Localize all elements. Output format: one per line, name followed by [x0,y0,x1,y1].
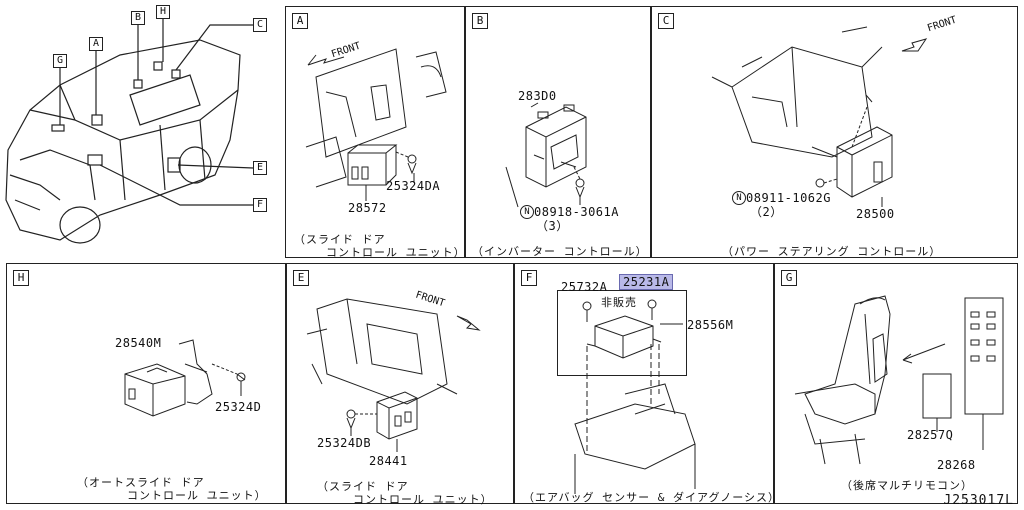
part-number: 25324D [215,400,262,414]
panel-f-drawing [574,299,696,494]
panel-e: E FRONT 25324DB 28441 （スライド ドア コントロール ユニ… [286,263,514,506]
not-for-sale-note: 非販売 [601,296,637,309]
n-mark: N [732,191,746,205]
panel-letter: G [781,270,797,286]
part-number: 28500 [856,207,895,221]
vehicle-overview: A B H C G E F [0,0,285,258]
panel-letter: A [292,13,308,29]
part-number: 28441 [369,454,408,468]
part-number: 08911-1062G [746,191,831,205]
callout-g: G [53,54,67,68]
panel-c: C FRONT N 08911-1062G （2） 28500 （パワー ステア… [651,6,1018,258]
caption-line2: コントロール ユニット） [127,489,267,502]
panel-g-drawing [794,295,1004,465]
callout-f: F [253,198,267,212]
panel-a: A FRONT 25324DA 28572 （スライド ドア コントロール ユニ… [285,6,466,259]
callout-a: A [89,37,103,51]
caption-line2: コントロール ユニット） [353,493,493,506]
part-number: 28257Q [907,428,954,442]
callout-c: C [253,18,267,32]
panel-c-drawing [711,26,928,207]
callout-b: B [131,11,145,25]
panel-b-drawing [505,102,587,208]
panel-f: F 25732A 25231A 非販売 28556M （エアバッグ センサー &… [514,263,779,504]
caption-line2: コントロール ユニット） [326,246,466,259]
part-number: 283D0 [518,89,557,103]
part-number: 28556M [687,318,734,332]
caption-line1: （オートスライド ドア [77,476,205,489]
vehicle-drawing [5,14,254,244]
caption-line1: （スライド ドア [317,480,409,493]
caption-line1: （後席マルチリモコン） [841,479,973,492]
panel-letter: H [13,270,29,286]
part-number: 25732A [561,280,608,294]
diagram-reference-code: J253017L [943,493,1014,508]
part-number-highlighted: 25231A [619,274,674,290]
panel-letter: B [472,13,488,29]
caption-line1: （パワー ステアリング コントロール） [722,245,942,258]
panel-letter: E [293,270,309,286]
panel-b: B 283D0 N 08918-3061A （3） （インバーター コントロール… [465,6,651,258]
part-quantity: （2） [750,205,783,219]
panel-letter: C [658,13,674,29]
panel-h: H 28540M 25324D （オートスライド ドア コントロール ユニット） [6,263,286,504]
part-number: 25324DA [386,179,441,193]
panel-h-drawing [124,339,246,417]
callout-e: E [253,161,267,175]
part-number: 08918-3061A [534,205,619,219]
part-quantity: （3） [536,219,569,233]
part-number: 28540M [115,336,162,350]
caption-line1: （インバーター コントロール） [472,245,648,258]
callout-h: H [156,5,170,19]
panel-g: G [774,263,1018,504]
detail-box [557,290,687,376]
panel-a-drawing [305,48,447,201]
panel-e-drawing [306,298,481,452]
part-number: 28268 [937,458,976,472]
part-number: 28572 [348,201,387,215]
panel-letter: F [521,270,537,286]
part-number: 25324DB [317,436,372,450]
caption-line1: （スライド ドア [294,233,386,246]
n-mark: N [520,205,534,219]
caption-line1: （エアバッグ センサー & ダイアグノーシス） [523,491,781,504]
